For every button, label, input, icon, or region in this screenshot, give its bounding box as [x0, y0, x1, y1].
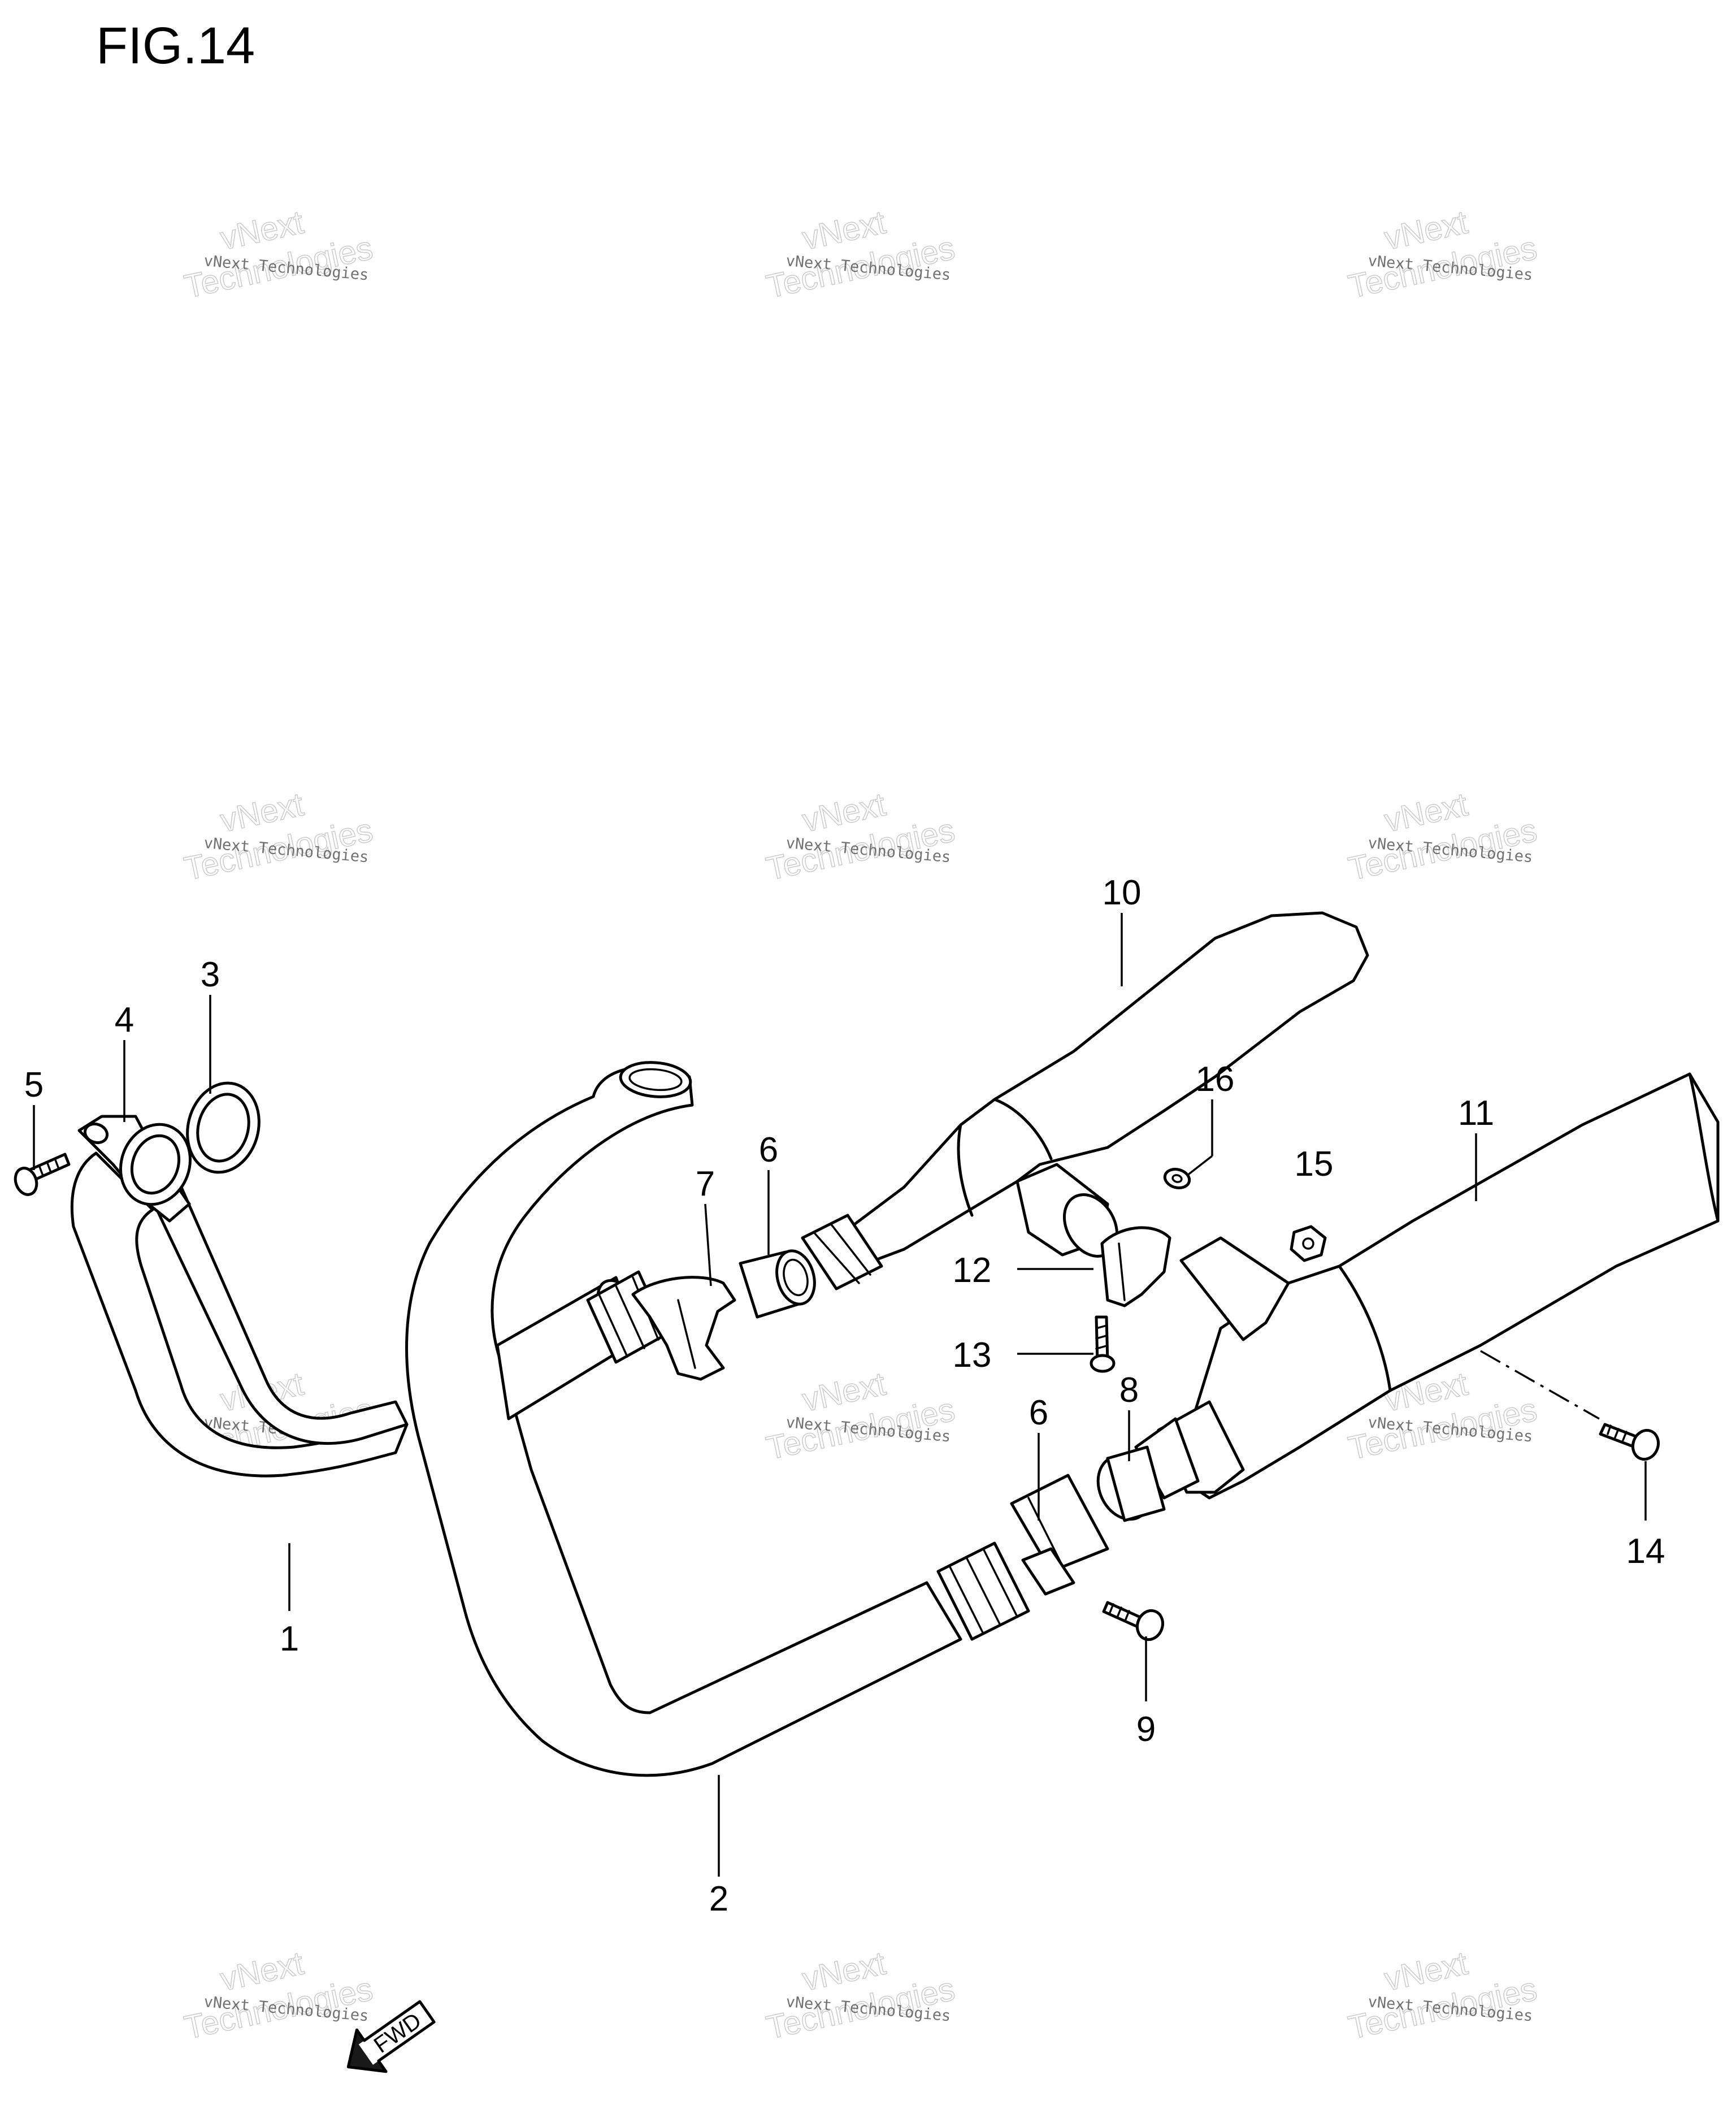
watermark: vNext Technologies vNext Technologies — [763, 786, 958, 888]
leader-7 — [704, 1203, 712, 1287]
callout-12: 12 — [953, 1251, 992, 1290]
exhaust-pipe-rear — [405, 1061, 1030, 1777]
watermark-layer: vNext Technologies vNext Technologies vN… — [181, 203, 1540, 2047]
callout-labels: 1 2 3 4 5 6 6 7 8 9 10 11 12 13 14 15 16 — [24, 873, 1665, 1918]
callout-4: 4 — [115, 1000, 134, 1039]
flange — [77, 1115, 192, 1223]
leader-lines — [33, 913, 1647, 1877]
callout-10: 10 — [1103, 873, 1142, 912]
callout-9: 9 — [1136, 1710, 1156, 1749]
watermark: vNext Technologies vNext Technologies — [763, 1365, 958, 1467]
callout-13: 13 — [953, 1336, 992, 1375]
gasket — [186, 1081, 261, 1174]
callout-6-upper: 6 — [759, 1131, 778, 1170]
bolt-13 — [1090, 1315, 1116, 1373]
figure-title: FIG.14 — [96, 17, 255, 75]
muffler-upper — [801, 911, 1369, 1290]
clamp-lower — [1096, 1445, 1166, 1522]
callout-5: 5 — [24, 1066, 44, 1105]
watermark: vNext Technologies vNext Technologies — [181, 203, 376, 306]
watermark: vNext Technologies vNext Technologies — [181, 1944, 376, 2047]
callout-3: 3 — [201, 955, 220, 994]
watermark: vNext Technologies vNext Technologies — [181, 786, 376, 888]
leader-16-tail — [1186, 1155, 1213, 1177]
watermark: vNext Technologies vNext Technologies — [1345, 1944, 1540, 2047]
callout-16: 16 — [1196, 1060, 1235, 1099]
clamp-upper — [631, 1276, 736, 1381]
callout-6-lower: 6 — [1029, 1393, 1048, 1432]
bolt-5 — [14, 1153, 71, 1196]
clamp-middle — [1100, 1226, 1171, 1307]
connector-gasket-upper — [739, 1249, 816, 1319]
callout-7: 7 — [696, 1164, 715, 1203]
callout-1: 1 — [280, 1619, 299, 1658]
callout-11: 11 — [1458, 1094, 1494, 1133]
callout-8: 8 — [1119, 1371, 1139, 1410]
nut-15 — [1290, 1225, 1327, 1262]
callout-14: 14 — [1626, 1532, 1665, 1571]
bolt-14 — [1599, 1423, 1660, 1461]
bolt-9 — [1102, 1601, 1165, 1641]
watermark: vNext Technologies vNext Technologies — [763, 203, 958, 306]
watermark: vNext Technologies vNext Technologies — [1345, 203, 1540, 306]
connector-gasket-lower — [1010, 1474, 1109, 1596]
watermark: vNext Technologies vNext Technologies — [1345, 786, 1540, 888]
callout-15: 15 — [1295, 1145, 1334, 1184]
watermark: vNext Technologies vNext Technologies — [763, 1944, 958, 2047]
muffler-lower — [1134, 1072, 1720, 1500]
callout-2: 2 — [709, 1879, 728, 1918]
washer-16 — [1163, 1168, 1191, 1189]
